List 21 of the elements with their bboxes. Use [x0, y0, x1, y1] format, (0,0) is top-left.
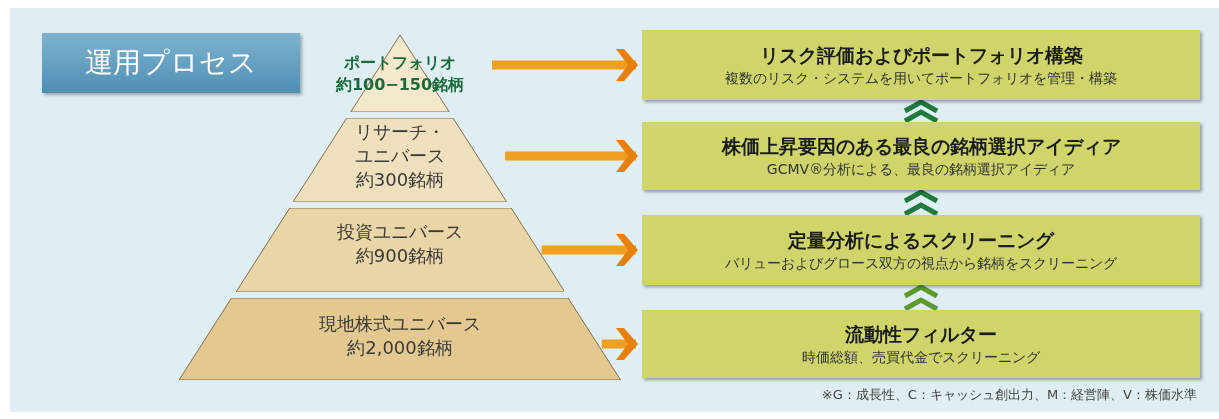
pyramid-tier: 投資ユニバース約900銘柄 [235, 208, 565, 292]
pyramid-tier: 現地株式ユニバース約2,000銘柄 [179, 298, 621, 380]
box-heading: 株価上昇要因のある最良の銘柄選択アイディア [721, 134, 1121, 159]
process-box [642, 215, 1200, 285]
title-banner: 運用プロセス [42, 33, 300, 93]
chevron-arrow [902, 99, 940, 124]
chevron-arrow [902, 189, 940, 217]
process-box [642, 310, 1200, 378]
box-heading: 定量分析によるスクリーニング [788, 228, 1054, 253]
box-heading: リスク評価およびポートフォリオ構築 [759, 43, 1083, 68]
box-description: 時価総額、売買代金でスクリーニング [802, 348, 1040, 367]
footnote: ※G：成長性、C：キャッシュ創出力、M：経営陣、V：株価水準 [821, 386, 1197, 404]
box-description: バリューおよびグロース双方の視点から銘柄をスクリーニング [725, 254, 1117, 273]
process-box [642, 30, 1200, 100]
process-box [642, 122, 1200, 190]
chevron-arrow [902, 284, 940, 312]
box-description: 複数のリスク・システムを用いてポートフォリオを管理・構築 [725, 69, 1117, 88]
box-description: GCMV®分析による、最良の銘柄選択アイディア [766, 160, 1076, 179]
pyramid-tier: リサーチ・ユニバース約300銘柄 [293, 118, 507, 202]
pyramid-tier-label: ポートフォリオ約100−150銘柄 [324, 50, 476, 98]
box-heading: 流動性フィルター [845, 322, 997, 347]
